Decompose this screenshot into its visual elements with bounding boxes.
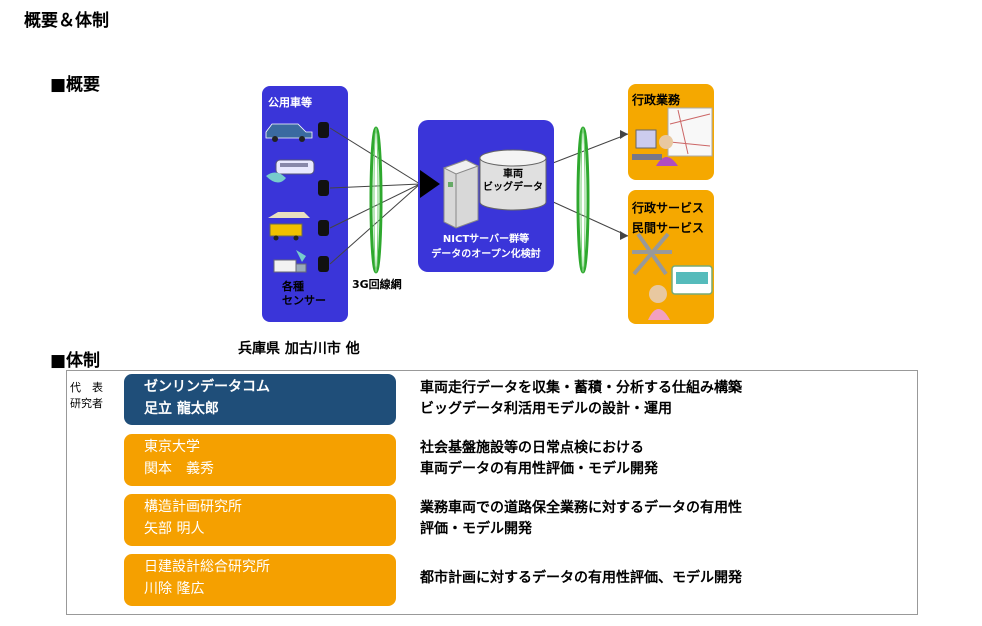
truck-icon <box>273 250 307 273</box>
vehicle-panel-label: 公用車等 <box>268 96 312 109</box>
network-ring-left <box>369 126 383 274</box>
school-bus-icon <box>268 212 310 241</box>
org-card-kke: 構造計画研究所 矢部 明人 <box>124 494 396 546</box>
services-label: 行政サービス 民間サービス <box>632 201 705 235</box>
structure-heading: ■体制 <box>50 351 101 371</box>
server-label: NICTサーバー群等 データのオープン化検討 <box>431 234 541 260</box>
service-illustrations <box>632 107 713 320</box>
database-label: 車両 ビッグデータ <box>483 169 543 193</box>
road-map-icon <box>632 232 672 276</box>
sensor-icons <box>318 122 329 272</box>
person-phone-icon <box>648 285 670 320</box>
role-kke: 業務車両での道路保全業務に対するデータの有用性 評価・モデル開発 <box>420 500 742 537</box>
page-title: 概要＆体制 <box>24 11 109 31</box>
org-card-utokyo: 東京大学 関本 義秀 <box>124 434 396 486</box>
bus-icon <box>266 159 315 183</box>
role-nikken: 都市計画に対するデータの有用性評価、モデル開発 <box>420 570 742 586</box>
overview-heading: ■概要 <box>50 75 101 95</box>
input-arrow-icon <box>420 170 440 198</box>
server-icon <box>442 159 480 229</box>
org-card-zenrin: ゼンリンデータコム 足立 龍太郎 <box>124 374 396 425</box>
sensor-label: 各種 センサー <box>282 280 326 307</box>
admin-work-label: 行政業務 <box>632 93 681 107</box>
database-icon <box>479 149 547 211</box>
role-zenrin: 車両走行データを収集・蓄積・分析する仕組み構築 ビッグデータ利活用モデルの設計・… <box>420 380 742 417</box>
representative-label: 代 表 研究者 <box>70 381 103 410</box>
org-card-nikken: 日建設計総合研究所 川除 隆広 <box>124 554 396 606</box>
role-utokyo: 社会基盤施設等の日常点検における 車両データの有用性評価・モデル開発 <box>420 440 658 477</box>
services-box <box>628 190 714 324</box>
server-graphics <box>420 149 547 229</box>
network-label: 3G回線網 <box>352 278 402 291</box>
operator-icon <box>632 129 678 166</box>
car-icon <box>265 123 313 142</box>
structure-table <box>66 370 918 615</box>
bus-stop-icon <box>671 265 713 295</box>
location-label: 兵庫県 加古川市 他 <box>238 341 360 357</box>
map-icon <box>667 107 713 157</box>
network-ring-right <box>576 126 590 274</box>
